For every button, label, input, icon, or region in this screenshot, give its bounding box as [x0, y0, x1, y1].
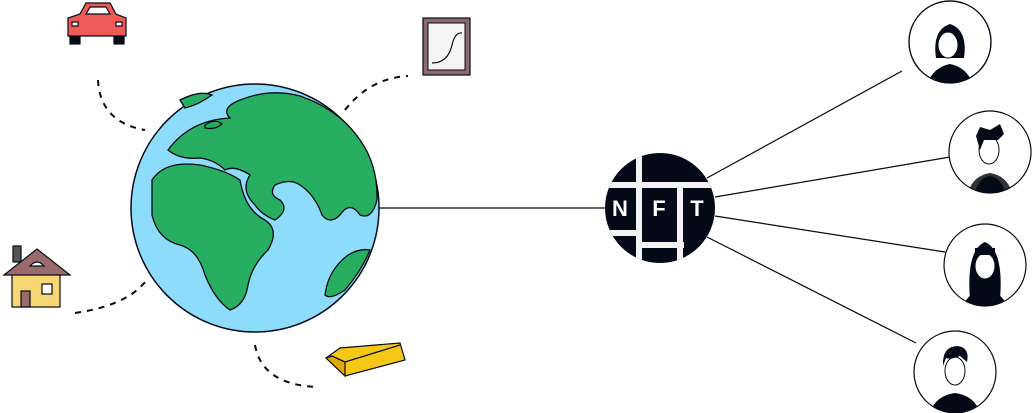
man-spiky-hair-icon — [966, 124, 1014, 193]
globe-icon — [130, 83, 380, 333]
house-connector — [74, 277, 149, 314]
nft-letter-t: T — [690, 196, 704, 221]
owner-avatar-1 — [908, 0, 992, 84]
owner-line-4 — [706, 236, 917, 344]
man-short-hair-icon — [928, 346, 982, 413]
nft-letter-n: N — [612, 196, 628, 221]
owner-avatar-3 — [943, 223, 1027, 307]
nft-letter-f: F — [652, 196, 665, 221]
artwork-icon — [422, 17, 471, 76]
woman-long-hair-icon — [962, 242, 1008, 306]
nft-token: N F T — [605, 153, 715, 263]
house-icon — [2, 245, 72, 308]
artwork-connector — [344, 75, 409, 111]
gold-connector — [254, 344, 319, 388]
car-connector — [97, 79, 146, 131]
owner-avatar-4 — [913, 330, 997, 413]
car-icon — [67, 2, 127, 45]
asset-connectors — [74, 75, 409, 388]
owner-line-3 — [714, 215, 946, 253]
owner-avatar-2 — [948, 110, 1032, 194]
woman-short-hair-icon — [926, 24, 974, 83]
connector-lines — [379, 70, 951, 344]
gold-bar-icon — [324, 342, 406, 378]
owner-line-1 — [706, 70, 903, 179]
owner-line-2 — [714, 156, 951, 198]
